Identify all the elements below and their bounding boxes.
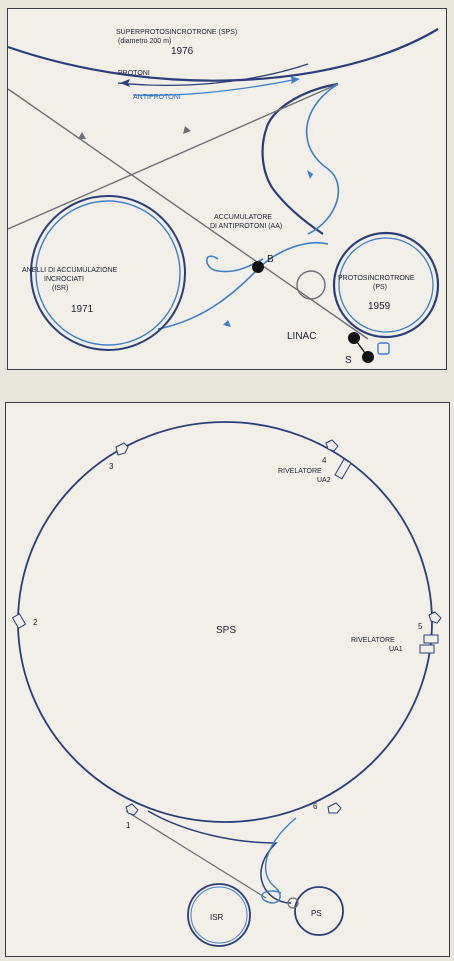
point-6-label: 6 xyxy=(313,802,318,811)
blue-arrow-2 xyxy=(223,320,231,327)
point-2-building-icon xyxy=(11,613,27,629)
ps-ring-outer xyxy=(332,231,440,339)
point-3-building-icon xyxy=(115,442,129,456)
cern-complex-detail-panel: SUPERPROTOSINCROTRONE (SPS) (diametro 20… xyxy=(7,8,447,370)
ua2-label-line2: UA2 xyxy=(317,477,331,484)
sps-overview-panel: SPS 3 4 RIVELATORE UA2 2 5 RIVELATORE UA… xyxy=(5,402,450,957)
transfer-line-gray xyxy=(8,88,369,340)
antiproton-arrow xyxy=(290,76,300,84)
ua1-label-line2: UA1 xyxy=(389,646,403,653)
s-marker-label: S xyxy=(345,355,352,366)
point-2-label: 2 xyxy=(33,618,38,627)
ua1-detector-icon xyxy=(423,634,439,644)
point-4-building-icon xyxy=(325,439,339,452)
ps-label-line1: PROTOSINCROTRONE xyxy=(338,275,415,282)
gray-arrow-2 xyxy=(183,126,191,134)
ps-ring-inner xyxy=(338,237,434,333)
aa-small-ring xyxy=(287,897,299,909)
linac-link xyxy=(353,337,369,358)
antiprotons-label: ANTIPROTONI xyxy=(133,94,181,101)
isr-label-line2: INCROCIATI xyxy=(44,276,84,283)
sps-title: SUPERPROTOSINCROTRONE (SPS) xyxy=(116,29,237,36)
isr-label-line1: ANELLI DI ACCUMULAZIONE xyxy=(22,267,118,274)
ua2-label-line1: RIVELATORE xyxy=(278,468,322,475)
aa-label-line1: ACCUMULATORE xyxy=(214,214,272,221)
antiproton-loop-bottom xyxy=(147,810,292,904)
antiproton-beam-line xyxy=(132,78,299,96)
protons-label: PROTONI xyxy=(118,70,150,77)
ps-small-label: PS xyxy=(311,909,322,918)
isr-small-label: ISR xyxy=(210,913,224,922)
ps-small-ring xyxy=(294,886,344,936)
sps-diameter: (diametro 200 m) xyxy=(118,38,171,45)
point-5-building-icon xyxy=(428,611,442,624)
point-1-building-icon xyxy=(125,803,139,816)
proton-beam-line xyxy=(117,63,309,87)
aa-label-line2: DI ANTIPROTONI (AA) xyxy=(210,223,282,230)
isr-ring-outer xyxy=(30,195,186,351)
target-b-label: B xyxy=(267,254,274,265)
transfer-line-gray-left xyxy=(125,810,267,899)
antiproton-loop-upper xyxy=(305,83,340,235)
aa-ring xyxy=(296,270,326,300)
ua1-label-line1: RIVELATORE xyxy=(351,637,395,644)
isr-small-ring-inner xyxy=(190,886,248,944)
antiproton-loop-bottom-blue xyxy=(261,817,297,904)
sps-year: 1976 xyxy=(171,46,194,57)
point-4-label: 4 xyxy=(322,456,327,465)
proton-arrow xyxy=(120,79,130,87)
ps-year: 1959 xyxy=(368,301,391,312)
linac-box xyxy=(377,342,390,355)
blue-arrow-1 xyxy=(307,170,313,179)
isr-year: 1971 xyxy=(71,304,94,315)
target-b-dot xyxy=(252,261,264,273)
ua2-detector-icon xyxy=(334,458,352,480)
sps-label: SPS xyxy=(216,625,236,636)
sps-overview-diagram: SPS 3 4 RIVELATORE UA2 2 5 RIVELATORE UA… xyxy=(11,421,442,947)
sps-ring-arc xyxy=(8,28,439,82)
point-6-building-icon xyxy=(327,802,342,814)
isr-label-line3: (ISR) xyxy=(52,285,68,292)
ua1-detector-icon-2 xyxy=(419,644,435,654)
point-5-label: 5 xyxy=(418,622,423,631)
cern-complex-detail-diagram: SUPERPROTOSINCROTRONE (SPS) (diametro 20… xyxy=(8,28,440,366)
gray-arrow-1 xyxy=(78,132,86,139)
point-1-label: 1 xyxy=(126,821,131,830)
isr-small-ring-outer xyxy=(187,883,251,947)
isr-ring-inner xyxy=(35,200,181,346)
linac-label: LINAC xyxy=(287,331,316,342)
transfer-line-gray-2 xyxy=(8,83,339,230)
sps-ring-arc-lower xyxy=(261,82,339,235)
sps-main-ring xyxy=(17,421,433,823)
point-3-label: 3 xyxy=(109,462,114,471)
ps-label-line2: (PS) xyxy=(373,284,387,291)
